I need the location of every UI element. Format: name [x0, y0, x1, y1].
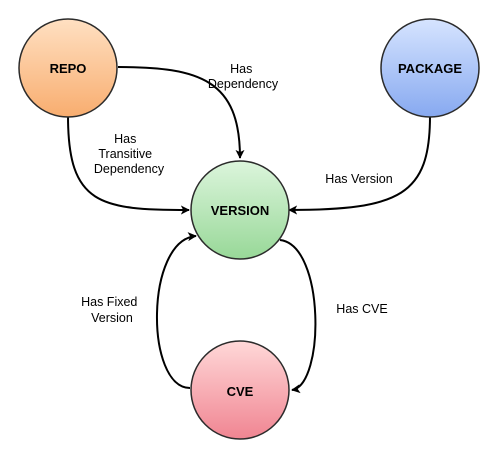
edge-repo-has-transitive-dependency-version [67, 115, 190, 215]
edge-label-has-version: Has Version [325, 172, 392, 186]
node-version[interactable]: VERSION [190, 160, 290, 260]
node-cve[interactable]: CVE [190, 340, 290, 440]
node-package[interactable]: PACKAGE [380, 18, 480, 118]
node-repo[interactable]: REPO [18, 18, 118, 118]
node-cve-label: CVE [227, 384, 254, 399]
edge-label-has-transitive-dependency: Has Transitive Dependency [94, 132, 165, 176]
edge-label-has-cve: Has CVE [336, 302, 387, 316]
edge-package-has-version-version [288, 115, 431, 215]
node-package-label: PACKAGE [398, 61, 462, 76]
edge-label-has-dependency: Has Dependency [208, 62, 279, 91]
edge-label-has-fixed-version: Has Fixed Version [81, 295, 141, 325]
node-version-label: VERSION [211, 203, 270, 218]
node-repo-label: REPO [50, 61, 87, 76]
edge-version-has-cve-cve [279, 239, 317, 394]
edge-repo-has-dependency-version [117, 66, 245, 159]
edge-cve-has-fixed-version-version [156, 232, 197, 389]
